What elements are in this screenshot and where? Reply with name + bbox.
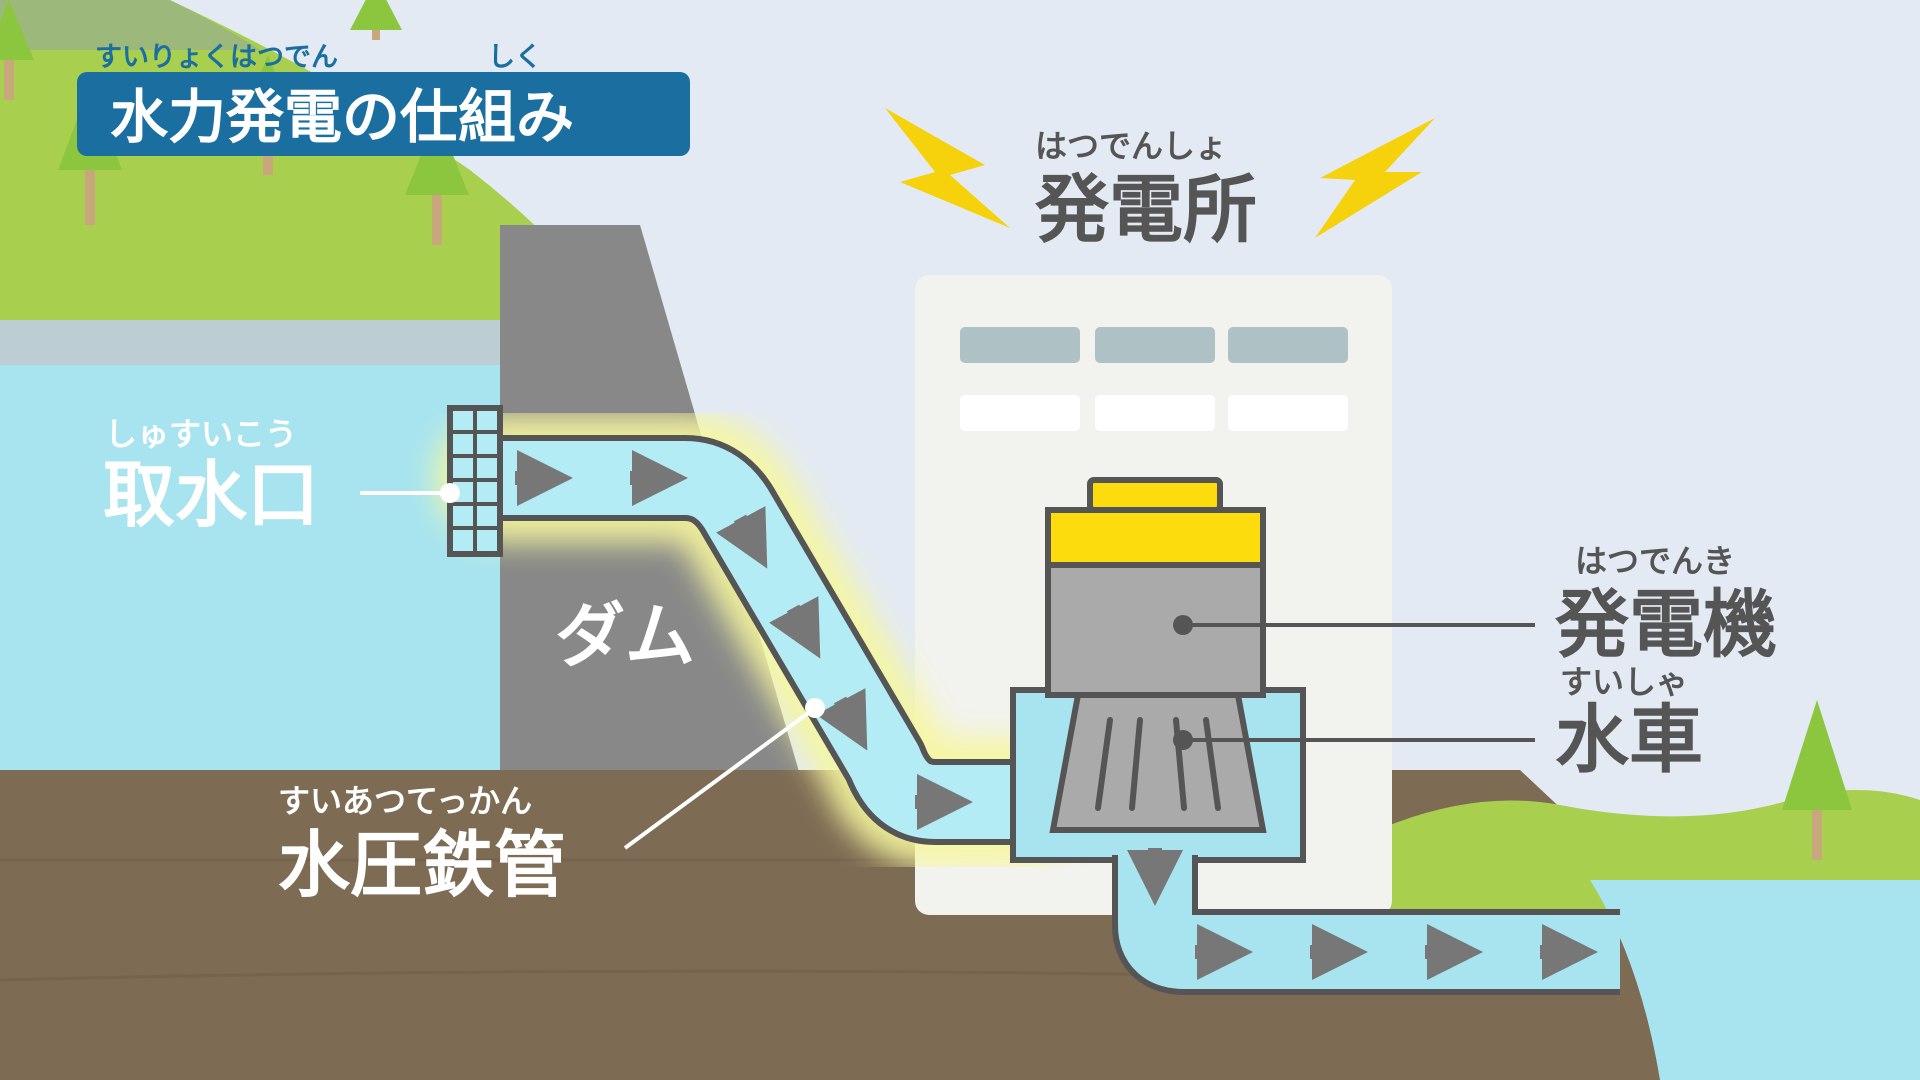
building-window bbox=[1228, 395, 1348, 431]
building-window bbox=[960, 395, 1080, 431]
flow-arrow bbox=[716, 506, 768, 569]
tree-1 bbox=[0, 0, 34, 100]
generator-ruby: はつでんき bbox=[1575, 542, 1735, 580]
penstock-leader-line bbox=[623, 706, 817, 850]
outflow-pipe-water bbox=[1118, 855, 1620, 989]
page-title: 水力発電の仕組み bbox=[110, 83, 574, 151]
dam-label: ダム bbox=[555, 595, 695, 677]
lightning-bolt-right bbox=[1315, 118, 1435, 238]
building-window bbox=[1095, 327, 1215, 363]
intake-leader-dot bbox=[440, 483, 460, 503]
hill-shade bbox=[0, 0, 260, 50]
generator-label: 発電機 bbox=[1555, 582, 1777, 668]
lightning-bolt-left bbox=[885, 108, 1010, 228]
title-banner bbox=[77, 72, 690, 156]
powerhouse-ruby: はつでんしょ bbox=[1035, 127, 1227, 165]
intake-label: 取水口 bbox=[103, 453, 319, 537]
powerhouse-label: 発電所 bbox=[1035, 167, 1257, 253]
penstock-label: 水圧鉄管 bbox=[278, 823, 566, 907]
intake-ruby: しゅすいこう bbox=[105, 415, 297, 453]
reservoir-water bbox=[0, 365, 510, 775]
flow-arrow bbox=[769, 596, 821, 659]
generator bbox=[1045, 477, 1266, 698]
building-window bbox=[1095, 395, 1215, 431]
turbine bbox=[1049, 692, 1267, 833]
river-water bbox=[1590, 880, 1920, 1080]
tree-right bbox=[1782, 700, 1852, 860]
penstock-leader-dot bbox=[805, 698, 825, 718]
tree-5 bbox=[350, 0, 402, 40]
generator-leader-dot bbox=[1173, 615, 1193, 635]
building-window bbox=[960, 327, 1080, 363]
title-ruby-sub: しく bbox=[488, 42, 542, 73]
turbine-leader-dot bbox=[1173, 730, 1193, 750]
building-window bbox=[1228, 327, 1348, 363]
title-ruby-main: すいりょくはつでん bbox=[95, 42, 338, 73]
flow-arrow bbox=[816, 688, 868, 751]
reservoir-edge bbox=[0, 320, 510, 365]
intake-grate bbox=[447, 405, 503, 557]
turbine-label: 水車 bbox=[1555, 697, 1703, 783]
penstock-ruby: すいあつてっかん bbox=[278, 782, 532, 820]
flow-arrows bbox=[515, 450, 1598, 980]
turbine-ruby: すいしゃ bbox=[1560, 663, 1688, 701]
